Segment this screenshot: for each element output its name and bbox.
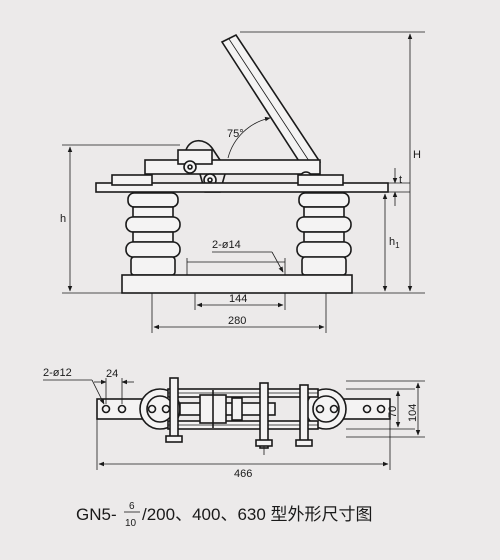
dimension-h1-subscript: 1 [395, 241, 400, 250]
dimension-144: 144 [194, 293, 286, 310]
caption: GN5- 6 10 /200、400、630 型外形尺寸图 [76, 501, 373, 529]
dimension-t-label: t [399, 174, 402, 186]
holes-leader: 2-ø14 [212, 239, 284, 273]
caption-fraction-top: 6 [129, 501, 135, 512]
dimension-104-label: 104 [407, 404, 419, 422]
dimension-t: t [388, 168, 410, 206]
shaft [165, 377, 313, 455]
dimension-70: 70 [346, 388, 415, 430]
right-insulator [296, 192, 352, 276]
angle-label: 75° [227, 128, 244, 140]
dimension-h: h [60, 144, 180, 294]
dimension-H: H [240, 31, 425, 294]
dimension-70-label: 70 [387, 406, 399, 418]
dimension-h1-label: h [389, 236, 395, 248]
terminal-bar [95, 174, 389, 193]
dimension-280: 280 [151, 293, 327, 333]
holes-label: 2-ø14 [212, 239, 241, 251]
caption-fraction-bottom: 10 [125, 518, 137, 529]
svg-text:h1: h1 [389, 236, 400, 250]
top-holes-label: 2-ø12 [43, 367, 72, 379]
dimension-h-label: h [60, 213, 66, 225]
caption-suffix: /200、400、630 型外形尺寸图 [142, 505, 373, 524]
operating-handle [220, 33, 322, 174]
left-insulator [125, 192, 181, 276]
dimension-h1: h1 [382, 193, 400, 292]
angle-annotation: 75° [227, 116, 271, 159]
dimension-466: 466 [96, 419, 391, 480]
frame-rails [167, 388, 319, 430]
right-insulator-cap [305, 388, 347, 430]
dimension-24: 24 [94, 368, 134, 404]
base-frame [121, 258, 353, 294]
dimension-H-label: H [413, 149, 421, 161]
right-terminal-plate [339, 398, 391, 420]
top-view: 2-ø12 24 70 104 [43, 367, 425, 480]
caption-prefix: GN5- [76, 505, 117, 524]
dimension-104: 104 [346, 380, 425, 438]
dimension-466-label: 466 [234, 468, 252, 480]
dimension-24-label: 24 [106, 368, 118, 380]
holes-leader-top: 2-ø12 [43, 367, 105, 405]
dimension-144-label: 144 [229, 293, 247, 305]
side-view: 75° H t h1 h [60, 31, 425, 333]
dimension-280-label: 280 [228, 315, 246, 327]
